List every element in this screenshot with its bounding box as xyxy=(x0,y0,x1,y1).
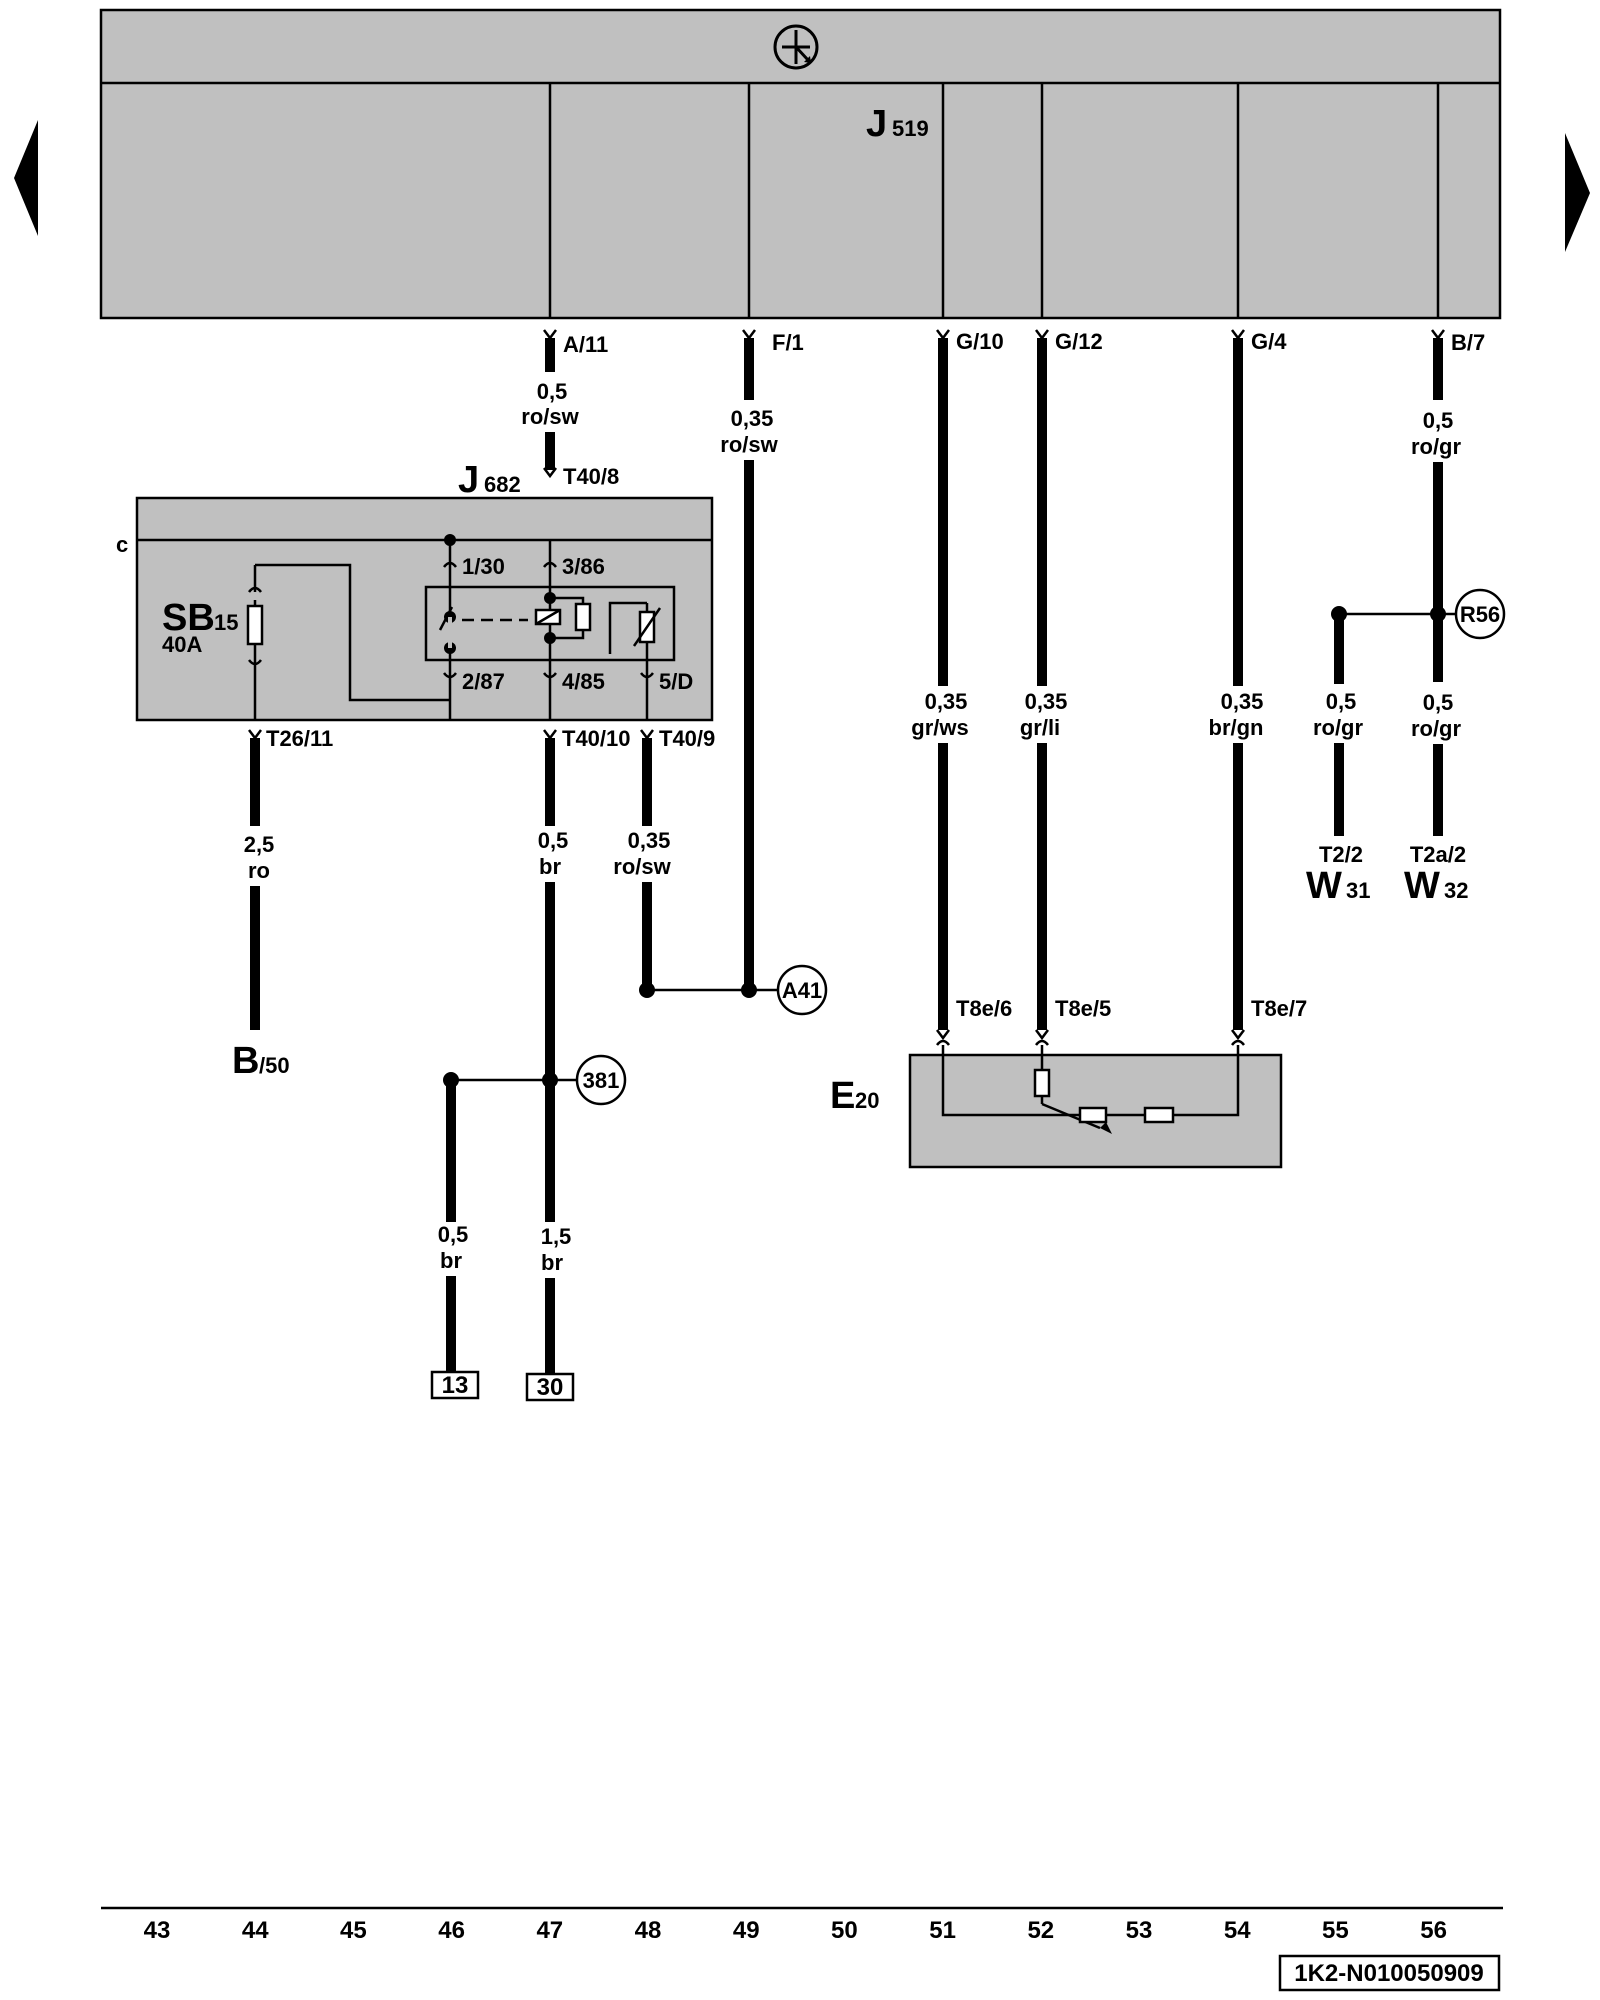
connector-r56-label: R56 xyxy=(1460,602,1500,627)
component-w31-letter: W xyxy=(1306,865,1342,907)
ecu-j519: J 519 xyxy=(99,8,1502,320)
wire-color: br xyxy=(539,854,561,879)
wire-color: gr/li xyxy=(1020,715,1060,740)
grid-number: 47 xyxy=(536,1917,563,1944)
terminal-30-label: 30 xyxy=(537,1374,564,1401)
wire-size: 0,35 xyxy=(925,689,968,714)
grid-number: 46 xyxy=(438,1917,465,1944)
pin-a11: A/11 xyxy=(563,332,608,357)
wire-size: 2,5 xyxy=(244,832,275,857)
component-e20 xyxy=(908,1039,1283,1169)
terminal-13 xyxy=(430,1370,480,1400)
grid-number: 51 xyxy=(929,1917,956,1944)
pin-t26-11: T26/11 xyxy=(266,726,333,751)
connector-381-label: 381 xyxy=(583,1068,620,1093)
wire-color: ro/gr xyxy=(1411,716,1462,741)
fuse-letters: SB xyxy=(162,597,215,639)
triangle-left-icon[interactable] xyxy=(14,120,38,236)
component-w31-number: 31 xyxy=(1346,878,1370,903)
component-w32-number: 32 xyxy=(1444,878,1468,903)
wire-size: 0,5 xyxy=(537,379,568,404)
doc-id-box xyxy=(1278,1954,1501,1992)
wire-color: br/gn xyxy=(1209,715,1264,740)
relay-icon xyxy=(424,534,676,720)
grid-number: 45 xyxy=(340,1917,367,1944)
component-e-number: 20 xyxy=(855,1088,879,1113)
pin-4-85: 4/85 xyxy=(562,669,605,694)
grid-number: 43 xyxy=(144,1917,171,1944)
connector-a41 xyxy=(776,964,828,1016)
wire-size: 0,5 xyxy=(538,828,569,853)
relay-unit-letter: J xyxy=(458,459,479,501)
wire-color: br xyxy=(541,1250,563,1275)
grid-number: 52 xyxy=(1027,1917,1054,1944)
pin-5-d: 5/D xyxy=(659,669,693,694)
fuse-icon xyxy=(246,563,450,720)
grid-numbers: 43 44 45 46 47 48 49 50 51 52 53 54 55 56 xyxy=(144,1917,1447,1944)
pin-f1: F/1 xyxy=(772,330,804,355)
wire-color: ro/sw xyxy=(720,432,778,457)
wire-size: 0,5 xyxy=(438,1222,469,1247)
wire-size: 0,35 xyxy=(628,828,671,853)
wire-size: 0,5 xyxy=(1423,408,1454,433)
wire-color: ro/gr xyxy=(1411,434,1462,459)
pin-t2a-2: T2a/2 xyxy=(1410,842,1466,867)
doc-id: 1K2-N010050909 xyxy=(1294,1960,1483,1987)
pin-t40-8: T40/8 xyxy=(563,464,619,489)
pin-g4: G/4 xyxy=(1251,329,1287,354)
pin-1-30: 1/30 xyxy=(462,554,505,579)
wire-size: 0,35 xyxy=(731,406,774,431)
grid-number: 50 xyxy=(831,1917,858,1944)
pin-t8e-6: T8e/6 xyxy=(956,996,1012,1021)
grid-number: 55 xyxy=(1322,1917,1349,1944)
grid-number: 49 xyxy=(733,1917,760,1944)
component-b-letter: B xyxy=(232,1040,259,1082)
ground-symbol-icon xyxy=(773,24,819,70)
connector-381 xyxy=(575,1054,627,1106)
pin-t40-10: T40/10 xyxy=(562,726,631,751)
grid-number: 56 xyxy=(1420,1917,1447,1944)
triangle-right-icon[interactable] xyxy=(1565,133,1590,252)
pin-t8e-7: T8e/7 xyxy=(1251,996,1307,1021)
wire-color: ro xyxy=(248,858,270,883)
component-b-number: /50 xyxy=(259,1053,290,1078)
wire-color: ro/gr xyxy=(1313,715,1364,740)
ecu-internal-lines xyxy=(548,83,1440,318)
fuse-number: 15 xyxy=(214,610,238,635)
wire-color: br xyxy=(440,1248,462,1273)
connector-a41-label: A41 xyxy=(782,978,822,1003)
ecu-j519-letter: J xyxy=(866,103,887,145)
pin-g12: G/12 xyxy=(1055,329,1103,354)
grid-number: 54 xyxy=(1224,1917,1251,1944)
grid-number: 48 xyxy=(635,1917,662,1944)
component-e-letter: E xyxy=(830,1075,855,1117)
grid-number: 53 xyxy=(1126,1917,1153,1944)
wire-size: 0,35 xyxy=(1221,689,1264,714)
wire-size: 0,5 xyxy=(1326,689,1357,714)
pin-t40-9: T40/9 xyxy=(659,726,715,751)
wire-color: gr/ws xyxy=(911,715,968,740)
pin-t8e-5: T8e/5 xyxy=(1055,996,1111,1021)
pin-3-86: 3/86 xyxy=(562,554,605,579)
relay-unit-number: 682 xyxy=(484,472,521,497)
component-w32-letter: W xyxy=(1404,865,1440,907)
pin-2-87: 2/87 xyxy=(462,669,505,694)
grid-number: 44 xyxy=(242,1917,269,1944)
relay-unit-row-label: c xyxy=(116,532,128,557)
relay-unit-j682: J 682 c SB 15 40A xyxy=(116,459,714,722)
terminal-30 xyxy=(525,1372,575,1402)
wire-size: 1,5 xyxy=(541,1224,572,1249)
wire-size: 0,5 xyxy=(1423,690,1454,715)
wire-size: 0,35 xyxy=(1025,689,1068,714)
pin-g10: G/10 xyxy=(956,329,1004,354)
terminal-13-label: 13 xyxy=(442,1372,469,1399)
wire-color: ro/sw xyxy=(613,854,671,879)
pin-b7: B/7 xyxy=(1451,330,1485,355)
fuse-rating: 40A xyxy=(162,632,202,657)
pin-t2-2: T2/2 xyxy=(1319,842,1363,867)
wire-color: ro/sw xyxy=(521,404,579,429)
connector-r56 xyxy=(1454,588,1506,640)
ecu-j519-number: 519 xyxy=(892,116,929,141)
